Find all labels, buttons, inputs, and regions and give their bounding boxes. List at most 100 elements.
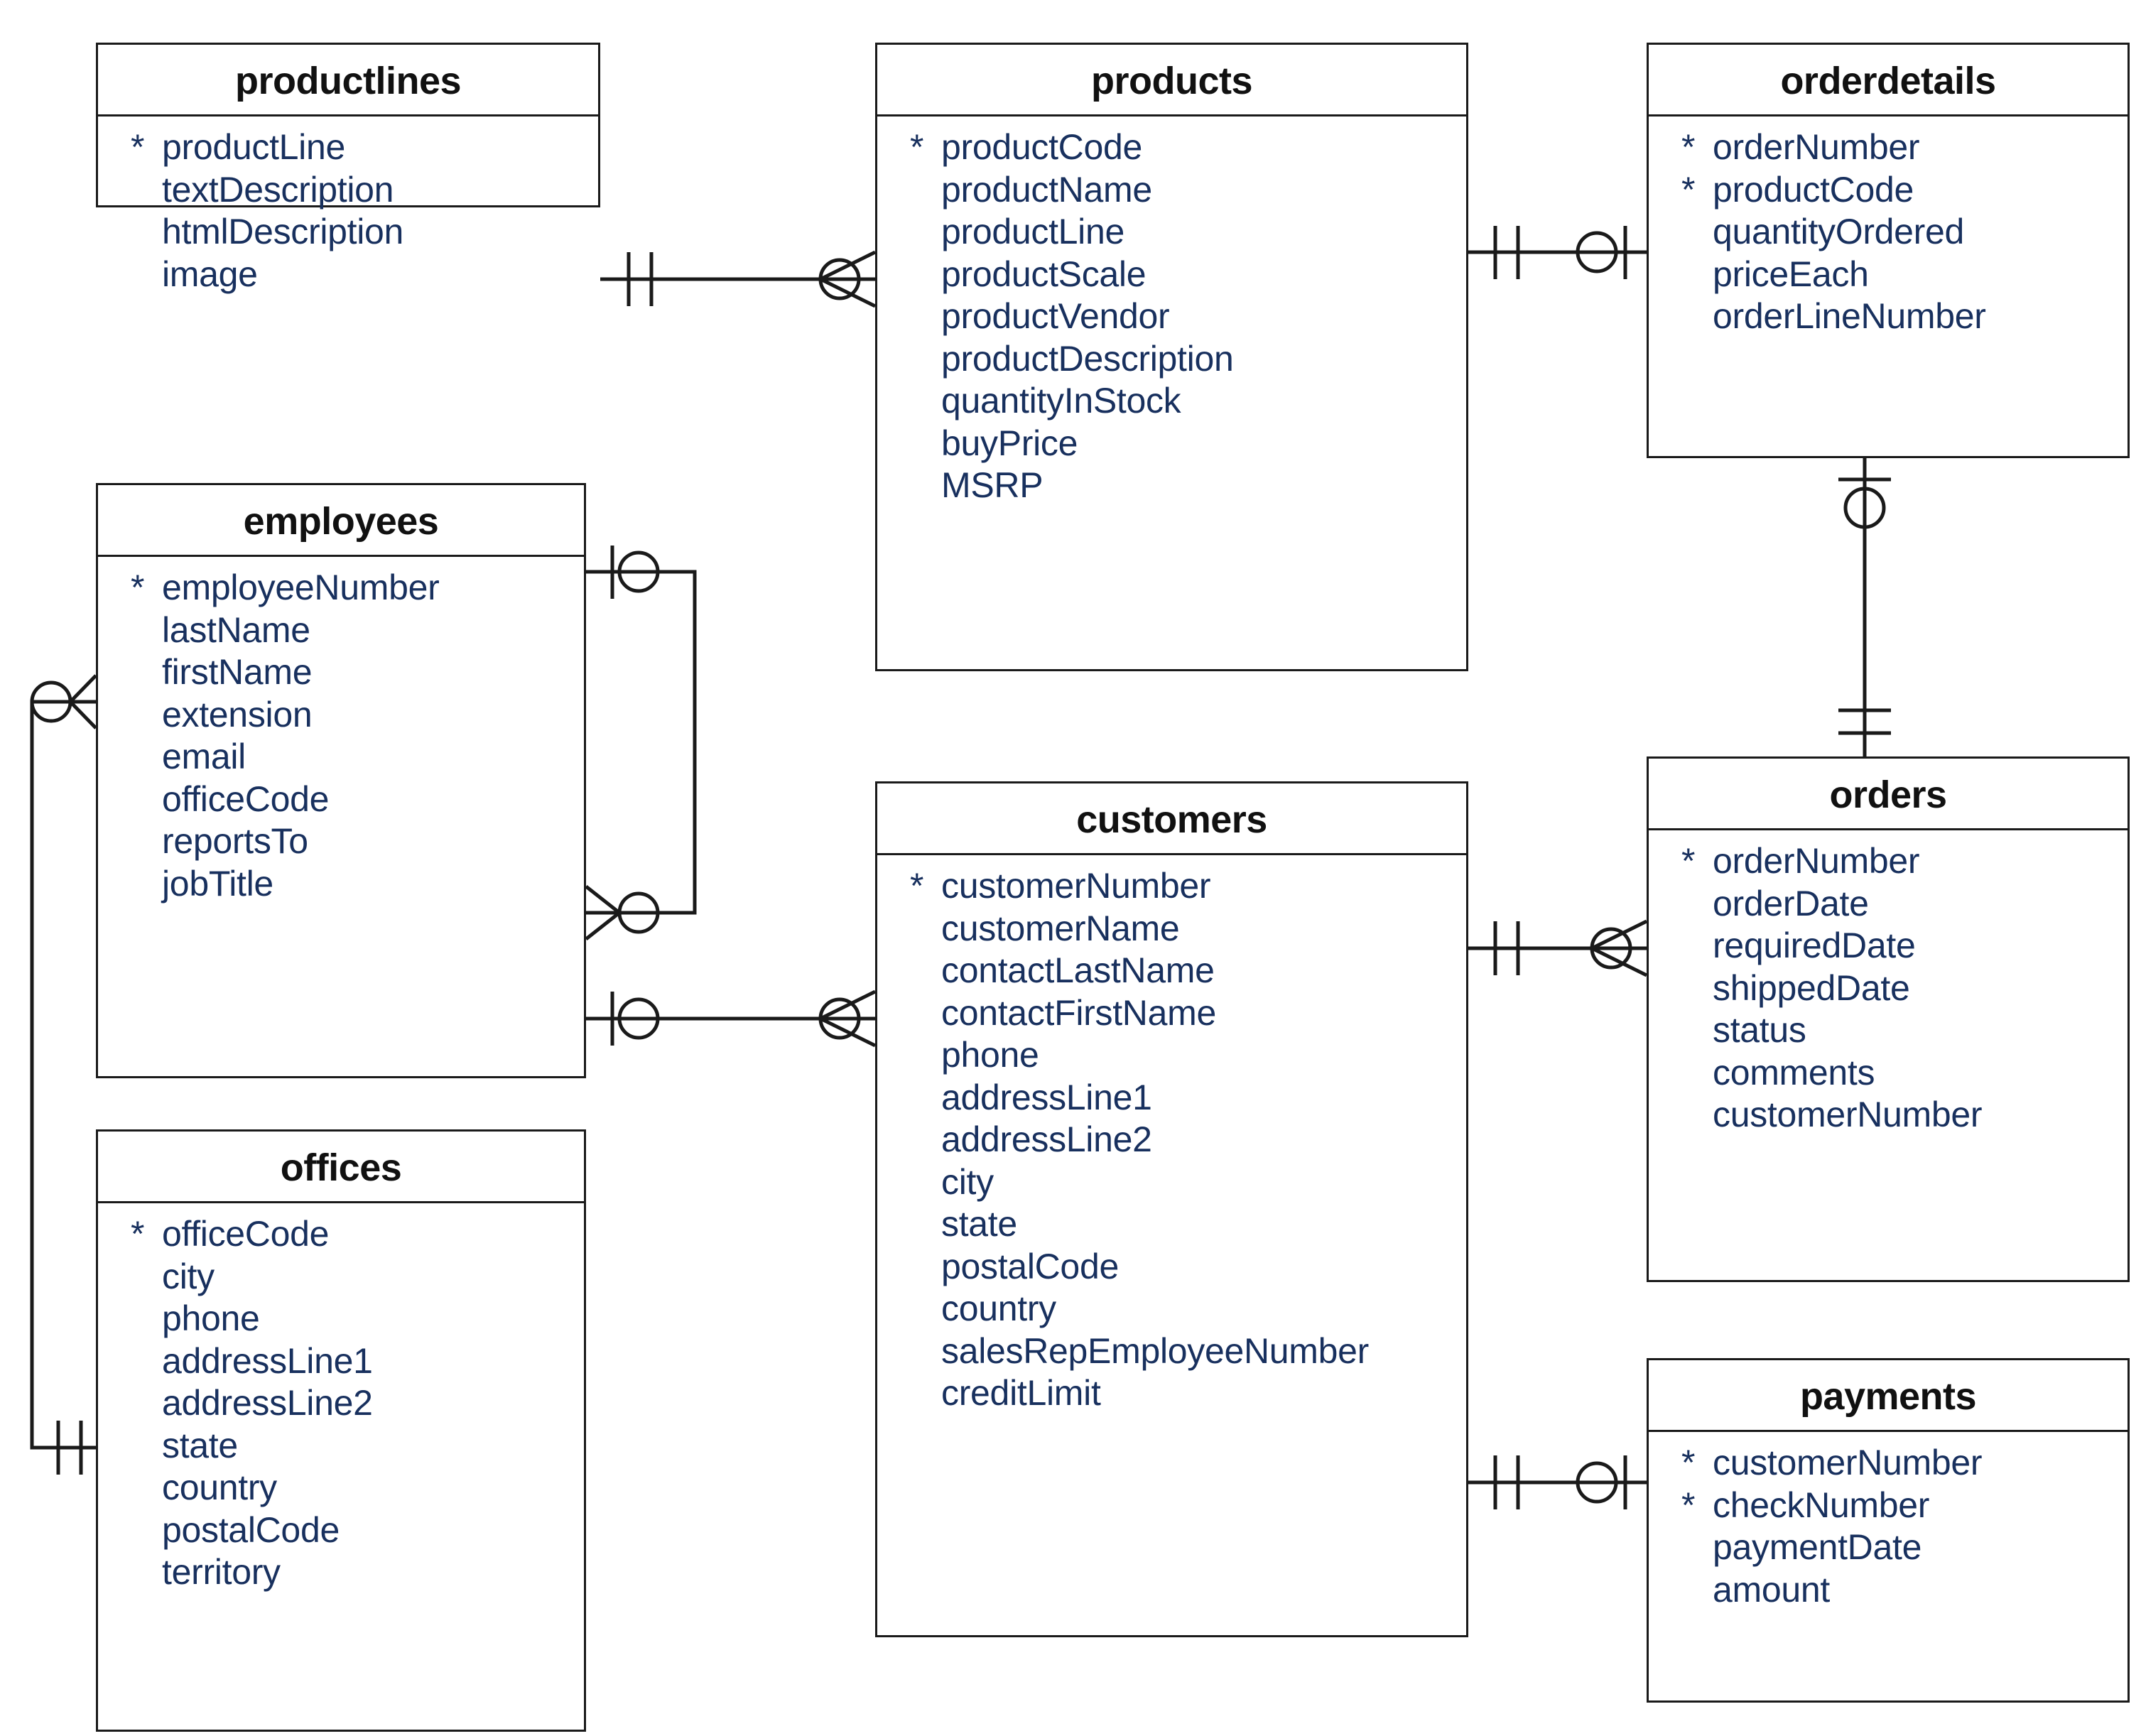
attribute-label: lastName <box>162 609 310 650</box>
attribute-row: extension <box>131 694 584 737</box>
attribute-row: addressLine1 <box>910 1077 1466 1119</box>
attribute-label: image <box>162 254 258 294</box>
attribute-row: productScale <box>910 254 1466 296</box>
attribute-row-pk: *officeCode <box>131 1213 584 1256</box>
attribute-label: buyPrice <box>941 423 1078 463</box>
attribute-row: country <box>131 1467 584 1509</box>
attribute-row: comments <box>1681 1052 2128 1095</box>
attribute-label: productScale <box>941 254 1147 294</box>
entity-title: payments <box>1649 1360 2128 1432</box>
relationship-productlines-products <box>600 250 877 308</box>
attribute-label: firstName <box>162 652 313 692</box>
attribute-label: productLine <box>941 212 1125 251</box>
attribute-row: productDescription <box>910 338 1466 381</box>
attribute-label: contactLastName <box>941 950 1215 990</box>
attribute-row-pk: * orderNumber <box>1681 840 2128 883</box>
attribute-label: customerNumber <box>941 866 1211 906</box>
primary-key-asterisk-icon: * <box>1681 127 1696 167</box>
attribute-label: customerName <box>941 908 1180 948</box>
attribute-label: productLine <box>162 127 346 167</box>
attribute-row: phone <box>910 1034 1466 1077</box>
attribute-row: textDescription <box>131 169 598 212</box>
attribute-row: amount <box>1681 1569 2128 1612</box>
primary-key-asterisk-icon: * <box>1681 169 1696 210</box>
attribute-label: salesRepEmployeeNumber <box>941 1330 1370 1371</box>
attribute-row: quantityInStock <box>910 380 1466 423</box>
attribute-row: buyPrice <box>910 423 1466 465</box>
primary-key-asterisk-icon: * <box>131 127 145 167</box>
attribute-row: addressLine2 <box>131 1382 584 1425</box>
attribute-label: quantityInStock <box>941 381 1181 421</box>
attribute-label: orderNumber <box>1713 127 1920 167</box>
entity-title: customers <box>877 783 1466 855</box>
attribute-label: status <box>1713 1010 1806 1050</box>
attribute-row: salesRepEmployeeNumber <box>910 1330 1466 1373</box>
entity-title: productlines <box>98 45 598 116</box>
attribute-row: creditLimit <box>910 1372 1466 1415</box>
relationship-customers-payments <box>1468 1455 1647 1509</box>
relationship-orderdetails-orders <box>1838 458 1891 756</box>
attribute-row: country <box>910 1288 1466 1330</box>
entity-title: employees <box>98 485 584 557</box>
attribute-row: city <box>131 1256 584 1298</box>
attribute-label: reportsTo <box>162 821 308 861</box>
relationship-customers-orders <box>1468 919 1648 977</box>
attribute-label: addressLine2 <box>941 1119 1152 1159</box>
attribute-label: state <box>162 1425 238 1465</box>
attribute-row-pk: * orderNumber <box>1681 126 2128 169</box>
attribute-label: productVendor <box>941 296 1170 336</box>
attribute-row-pk: *customerNumber <box>1681 1442 2128 1485</box>
attribute-label: productCode <box>941 127 1143 167</box>
attribute-label: orderNumber <box>1713 841 1920 881</box>
attribute-label: textDescription <box>162 169 394 210</box>
attribute-label: addressLine2 <box>162 1383 373 1423</box>
attribute-label: checkNumber <box>1713 1485 1930 1525</box>
attribute-row: productName <box>910 169 1466 212</box>
attribute-row: orderDate <box>1681 883 2128 926</box>
attribute-label: priceEach <box>1713 254 1869 294</box>
attribute-label: productName <box>941 169 1152 210</box>
entity-title: orderdetails <box>1649 45 2128 116</box>
attribute-row: productVendor <box>910 295 1466 338</box>
attribute-label: customerNumber <box>1713 1095 1983 1134</box>
attribute-label: orderLineNumber <box>1713 296 1986 336</box>
attribute-label: email <box>162 737 246 776</box>
attribute-label: paymentDate <box>1713 1527 1922 1567</box>
attribute-row: paymentDate <box>1681 1526 2128 1569</box>
attribute-row: customerName <box>910 908 1466 950</box>
attribute-label: employeeNumber <box>162 568 440 607</box>
attribute-label: creditLimit <box>941 1373 1101 1413</box>
attribute-row: territory <box>131 1551 584 1594</box>
attribute-row-pk: *checkNumber <box>1681 1485 2128 1527</box>
attribute-label: productCode <box>1713 169 1914 210</box>
attribute-row-pk: * productCode <box>1681 169 2128 212</box>
attribute-row: image <box>131 254 598 296</box>
attribute-row-pk: *employeeNumber <box>131 567 584 609</box>
primary-key-asterisk-icon: * <box>1681 1443 1696 1482</box>
attribute-label: addressLine1 <box>162 1340 373 1381</box>
attribute-label: quantityOrdered <box>1713 212 1965 251</box>
attribute-label: productDescription <box>941 338 1234 379</box>
attribute-row: reportsTo <box>131 820 584 863</box>
attribute-label: orderDate <box>1713 883 1869 923</box>
attribute-row: orderLineNumber <box>1681 295 2128 338</box>
attribute-row-pk: * productLine <box>131 126 598 169</box>
attribute-row: quantityOrdered <box>1681 211 2128 254</box>
relationship-offices-employees <box>30 674 97 1475</box>
primary-key-asterisk-icon: * <box>1681 841 1696 881</box>
attribute-row-pk: *customerNumber <box>910 865 1466 908</box>
